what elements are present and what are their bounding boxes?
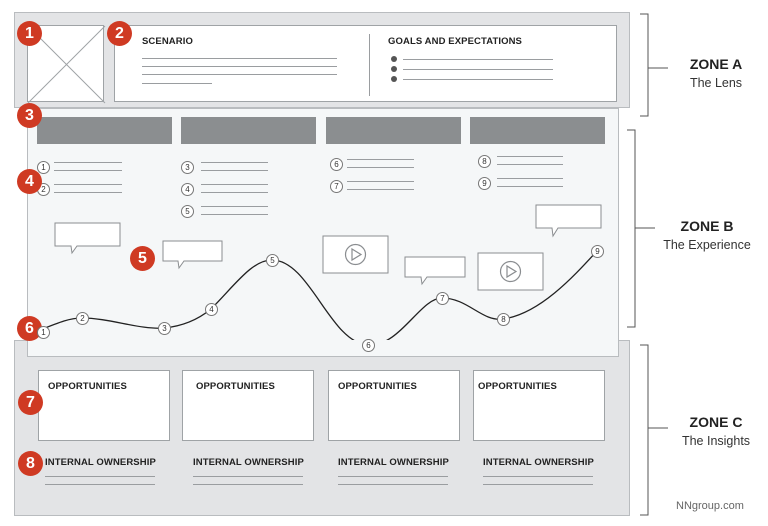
ownership-label: INTERNAL OWNERSHIP xyxy=(193,457,304,468)
zone-b-overlap xyxy=(27,340,619,357)
touchpoint-number: 1 xyxy=(37,161,50,174)
goals-line xyxy=(403,69,553,70)
video-play-icon xyxy=(477,252,544,291)
touchpoint-line xyxy=(54,170,122,171)
touchpoint-line xyxy=(54,162,122,163)
speech-bubble xyxy=(535,204,602,238)
ownership-line xyxy=(193,476,303,477)
curve-point-marker: 4 xyxy=(205,303,218,316)
badge-8: 8 xyxy=(18,451,43,476)
speech-bubble xyxy=(54,222,121,255)
stage-header-bar xyxy=(470,117,605,144)
touchpoint-line xyxy=(54,192,122,193)
ownership-line xyxy=(338,476,448,477)
emotion-curve xyxy=(39,250,598,346)
touchpoint-line xyxy=(347,167,414,168)
touchpoint-number: 5 xyxy=(181,205,194,218)
touchpoint-line xyxy=(201,192,268,193)
ownership-label: INTERNAL OWNERSHIP xyxy=(338,457,449,468)
zone-b-subtitle: The Experience xyxy=(663,238,751,252)
curve-point-marker: 1 xyxy=(37,326,50,339)
opportunities-label: OPPORTUNITIES xyxy=(196,381,275,392)
scenario-line xyxy=(142,83,212,84)
bullet-dot xyxy=(391,56,397,62)
scenario-line xyxy=(142,66,337,67)
curve-point-marker: 9 xyxy=(591,245,604,258)
touchpoint-line xyxy=(347,159,414,160)
opportunities-card xyxy=(182,370,314,441)
curve-point-marker: 6 xyxy=(362,339,375,352)
bullet-dot xyxy=(391,76,397,82)
bullet-dot xyxy=(391,66,397,72)
touchpoint-number: 4 xyxy=(181,183,194,196)
zone-b-panel xyxy=(27,108,619,357)
touchpoint-line xyxy=(201,184,268,185)
ownership-line xyxy=(45,476,155,477)
stage-header-bar xyxy=(37,117,172,144)
ownership-label: INTERNAL OWNERSHIP xyxy=(483,457,594,468)
scenario-line xyxy=(142,58,337,59)
stage-header-bar xyxy=(326,117,461,144)
touchpoint-number: 7 xyxy=(330,180,343,193)
badge-5: 5 xyxy=(130,246,155,271)
touchpoint-line xyxy=(497,164,563,165)
ownership-label: INTERNAL OWNERSHIP xyxy=(45,457,156,468)
touchpoint-number: 9 xyxy=(478,177,491,190)
touchpoint-line xyxy=(201,170,268,171)
badge-7: 7 xyxy=(18,390,43,415)
curve-point-marker: 5 xyxy=(266,254,279,267)
zone-b-title: ZONE B xyxy=(680,218,734,234)
goals-line xyxy=(403,79,553,80)
speech-bubble xyxy=(404,256,466,286)
touchpoint-line xyxy=(201,206,268,207)
touchpoint-line xyxy=(497,186,563,187)
touchpoint-line xyxy=(347,181,414,182)
opportunities-card xyxy=(328,370,460,441)
touchpoint-line xyxy=(347,189,414,190)
ownership-line xyxy=(483,484,593,485)
touchpoint-line xyxy=(497,178,563,179)
goals-label: GOALS AND EXPECTATIONS xyxy=(388,36,522,47)
scenario-label: SCENARIO xyxy=(142,36,193,47)
ownership-line xyxy=(338,484,448,485)
touchpoint-line xyxy=(54,184,122,185)
card-divider xyxy=(369,34,370,96)
badge-4: 4 xyxy=(17,169,42,194)
touchpoint-number: 6 xyxy=(330,158,343,171)
scenario-line xyxy=(142,74,337,75)
zone-a-title: ZONE A xyxy=(689,56,743,72)
curve-point-marker: 2 xyxy=(76,312,89,325)
video-play-icon xyxy=(322,235,389,274)
zone-c-title: ZONE C xyxy=(689,414,743,430)
stage-header-bar xyxy=(181,117,316,144)
badge-1: 1 xyxy=(17,21,42,46)
goals-line xyxy=(403,59,553,60)
ownership-line xyxy=(193,484,303,485)
scenario-goals-card xyxy=(114,25,617,102)
zone-a-subtitle: The Lens xyxy=(689,76,743,90)
opportunities-label: OPPORTUNITIES xyxy=(338,381,417,392)
curve-point-marker: 8 xyxy=(497,313,510,326)
opportunities-card xyxy=(473,370,605,441)
zone-c-subtitle: The Insights xyxy=(681,434,751,448)
ownership-line xyxy=(45,484,155,485)
touchpoint-line xyxy=(201,214,268,215)
speech-bubble xyxy=(162,240,223,270)
curve-point-marker: 3 xyxy=(158,322,171,335)
touchpoint-line xyxy=(201,162,268,163)
footer-credit: NNgroup.com xyxy=(676,500,744,512)
ownership-line xyxy=(483,476,593,477)
opportunities-label: OPPORTUNITIES xyxy=(48,381,127,392)
badge-3: 3 xyxy=(17,103,42,128)
opportunities-label: OPPORTUNITIES xyxy=(478,381,557,392)
touchpoint-line xyxy=(497,156,563,157)
placeholder-cross-icon xyxy=(27,25,106,104)
badge-2: 2 xyxy=(107,21,132,46)
curve-point-marker: 7 xyxy=(436,292,449,305)
touchpoint-number: 8 xyxy=(478,155,491,168)
opportunities-card xyxy=(38,370,170,441)
touchpoint-number: 3 xyxy=(181,161,194,174)
